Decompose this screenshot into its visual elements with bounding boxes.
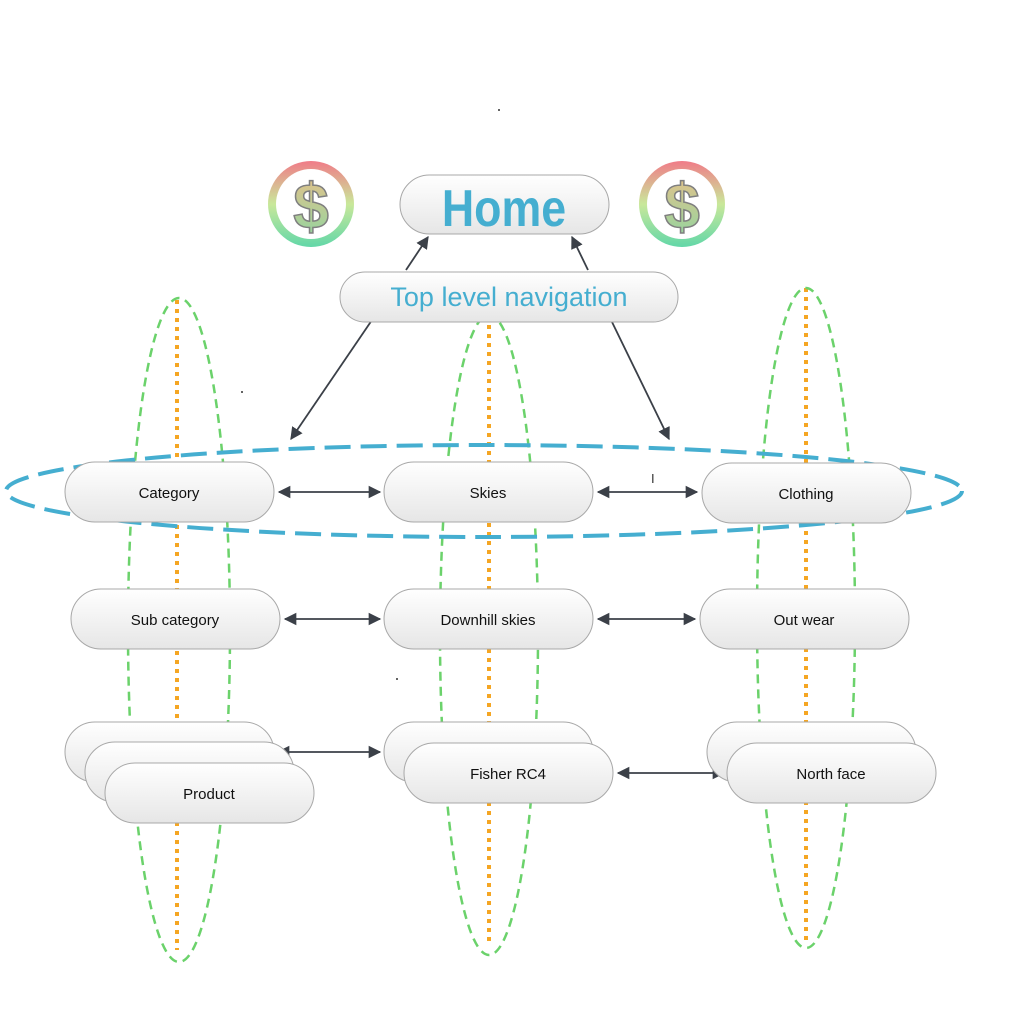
fisher-rc4-label: Fisher RC4 (470, 766, 546, 783)
category-node[interactable]: Category (64, 461, 275, 523)
arrow-topnav-to-category (290, 319, 373, 441)
dollar-icon: $ (268, 161, 354, 247)
stray-marks: I (241, 109, 655, 680)
top-navigation-node[interactable]: Top level navigation (339, 271, 679, 323)
home-node[interactable]: Home (399, 174, 610, 238)
sub-category-label: Sub category (131, 612, 220, 629)
sub-category-node[interactable]: Sub category (70, 588, 281, 650)
product-label: Product (183, 786, 236, 803)
home-pill (399, 174, 610, 235)
stray-tick: I (651, 471, 655, 486)
product-card-front (104, 762, 315, 824)
top-navigation-label: Top level navigation (390, 282, 627, 312)
out-wear-node[interactable]: Out wear (699, 588, 910, 650)
top-navigation-pill (339, 271, 679, 323)
product-stack[interactable]: Product (64, 721, 315, 824)
stray-dot (498, 109, 500, 111)
arrow-topnav-to-home-right (571, 235, 589, 271)
home-label: Home (442, 180, 566, 238)
skies-node[interactable]: Skies (383, 461, 594, 523)
top-level-group (4, 443, 964, 539)
svg-text:$: $ (664, 170, 700, 242)
north-face-stack[interactable]: North face (706, 721, 937, 804)
svg-text:$: $ (293, 170, 329, 242)
skies-label: Skies (470, 485, 507, 502)
out-wear-label: Out wear (774, 612, 835, 629)
arrow-topnav-to-clothing (611, 321, 670, 441)
north-face-card-front (726, 742, 937, 804)
dollar-icon: $ (639, 161, 725, 247)
clothing-node[interactable]: Clothing (701, 462, 912, 524)
category-label: Category (139, 485, 200, 502)
north-face-label: North face (796, 766, 865, 783)
downhill-skies-node[interactable]: Downhill skies (383, 588, 594, 650)
fisher-rc4-stack[interactable]: Fisher RC4 (383, 721, 614, 804)
downhill-skies-label: Downhill skies (440, 612, 535, 629)
arrow-topnav-to-home-left (405, 235, 429, 271)
navigation-arrows (276, 235, 726, 780)
clothing-label: Clothing (778, 486, 833, 503)
stray-dot (241, 391, 243, 393)
fisher-card-front (403, 742, 614, 804)
stray-dot (396, 678, 398, 680)
